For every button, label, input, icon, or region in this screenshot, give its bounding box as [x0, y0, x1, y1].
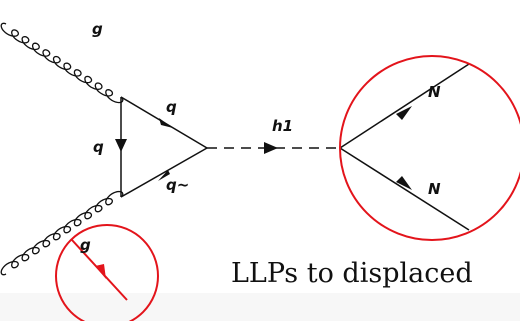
gluon-line-top	[0, 22, 124, 104]
n-line-upper	[339, 63, 470, 149]
quark-line-bottom	[120, 147, 208, 198]
label-higgs: h1	[272, 117, 293, 135]
quark-top-arrow	[159, 118, 173, 128]
n-lower-arrow	[396, 176, 412, 190]
n-upper-arrow	[396, 106, 412, 120]
label-antiquark: q~	[166, 176, 189, 194]
gluon-line-bottom	[0, 190, 124, 276]
label-n-upper: N	[428, 83, 441, 101]
label-quark-top: q	[166, 98, 177, 116]
label-n-lower: N	[428, 180, 441, 198]
n-line-lower	[339, 147, 470, 231]
highlight-circle-decay	[339, 55, 520, 241]
caption-text: LLPs to displaced	[231, 258, 473, 289]
bottom-band	[0, 293, 520, 321]
displaced-track-arrow	[95, 264, 106, 279]
label-gluon-bottom: g	[80, 236, 91, 254]
quark-left-arrow	[115, 139, 127, 152]
label-quark-left: q	[93, 138, 104, 156]
antiquark-arrow	[158, 170, 170, 181]
highlight-circle-gluon	[55, 224, 159, 321]
higgs-arrow	[264, 142, 278, 154]
label-gluon-top: g	[92, 20, 103, 38]
